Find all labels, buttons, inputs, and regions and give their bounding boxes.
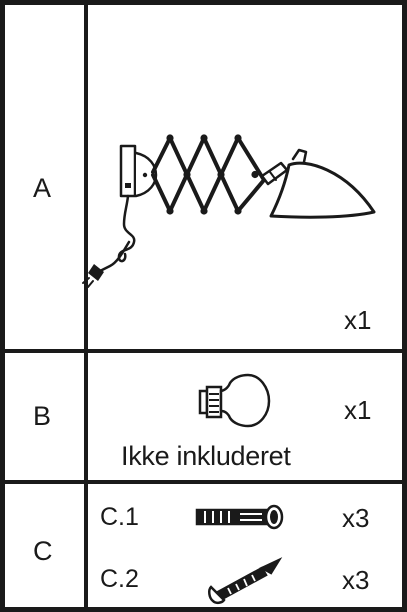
section-letter-c: C [33,536,53,566]
item-label-c1: C.1 [100,503,139,531]
section-letter-b: B [33,401,52,431]
quantity-c1: x3 [342,503,370,533]
quantity-a: x1 [344,305,372,335]
section-letter-a: A [33,173,52,203]
quantity-c2: x3 [342,565,370,595]
not-included-note: Ikke inkluderet [121,441,291,471]
item-label-c2: C.2 [100,565,139,593]
scissor-arm-wall-lamp-icon [82,134,376,288]
wall-plug-icon [195,504,284,530]
quantity-b: x1 [344,395,372,425]
light-bulb-icon [198,373,271,428]
screw-icon [208,557,283,605]
